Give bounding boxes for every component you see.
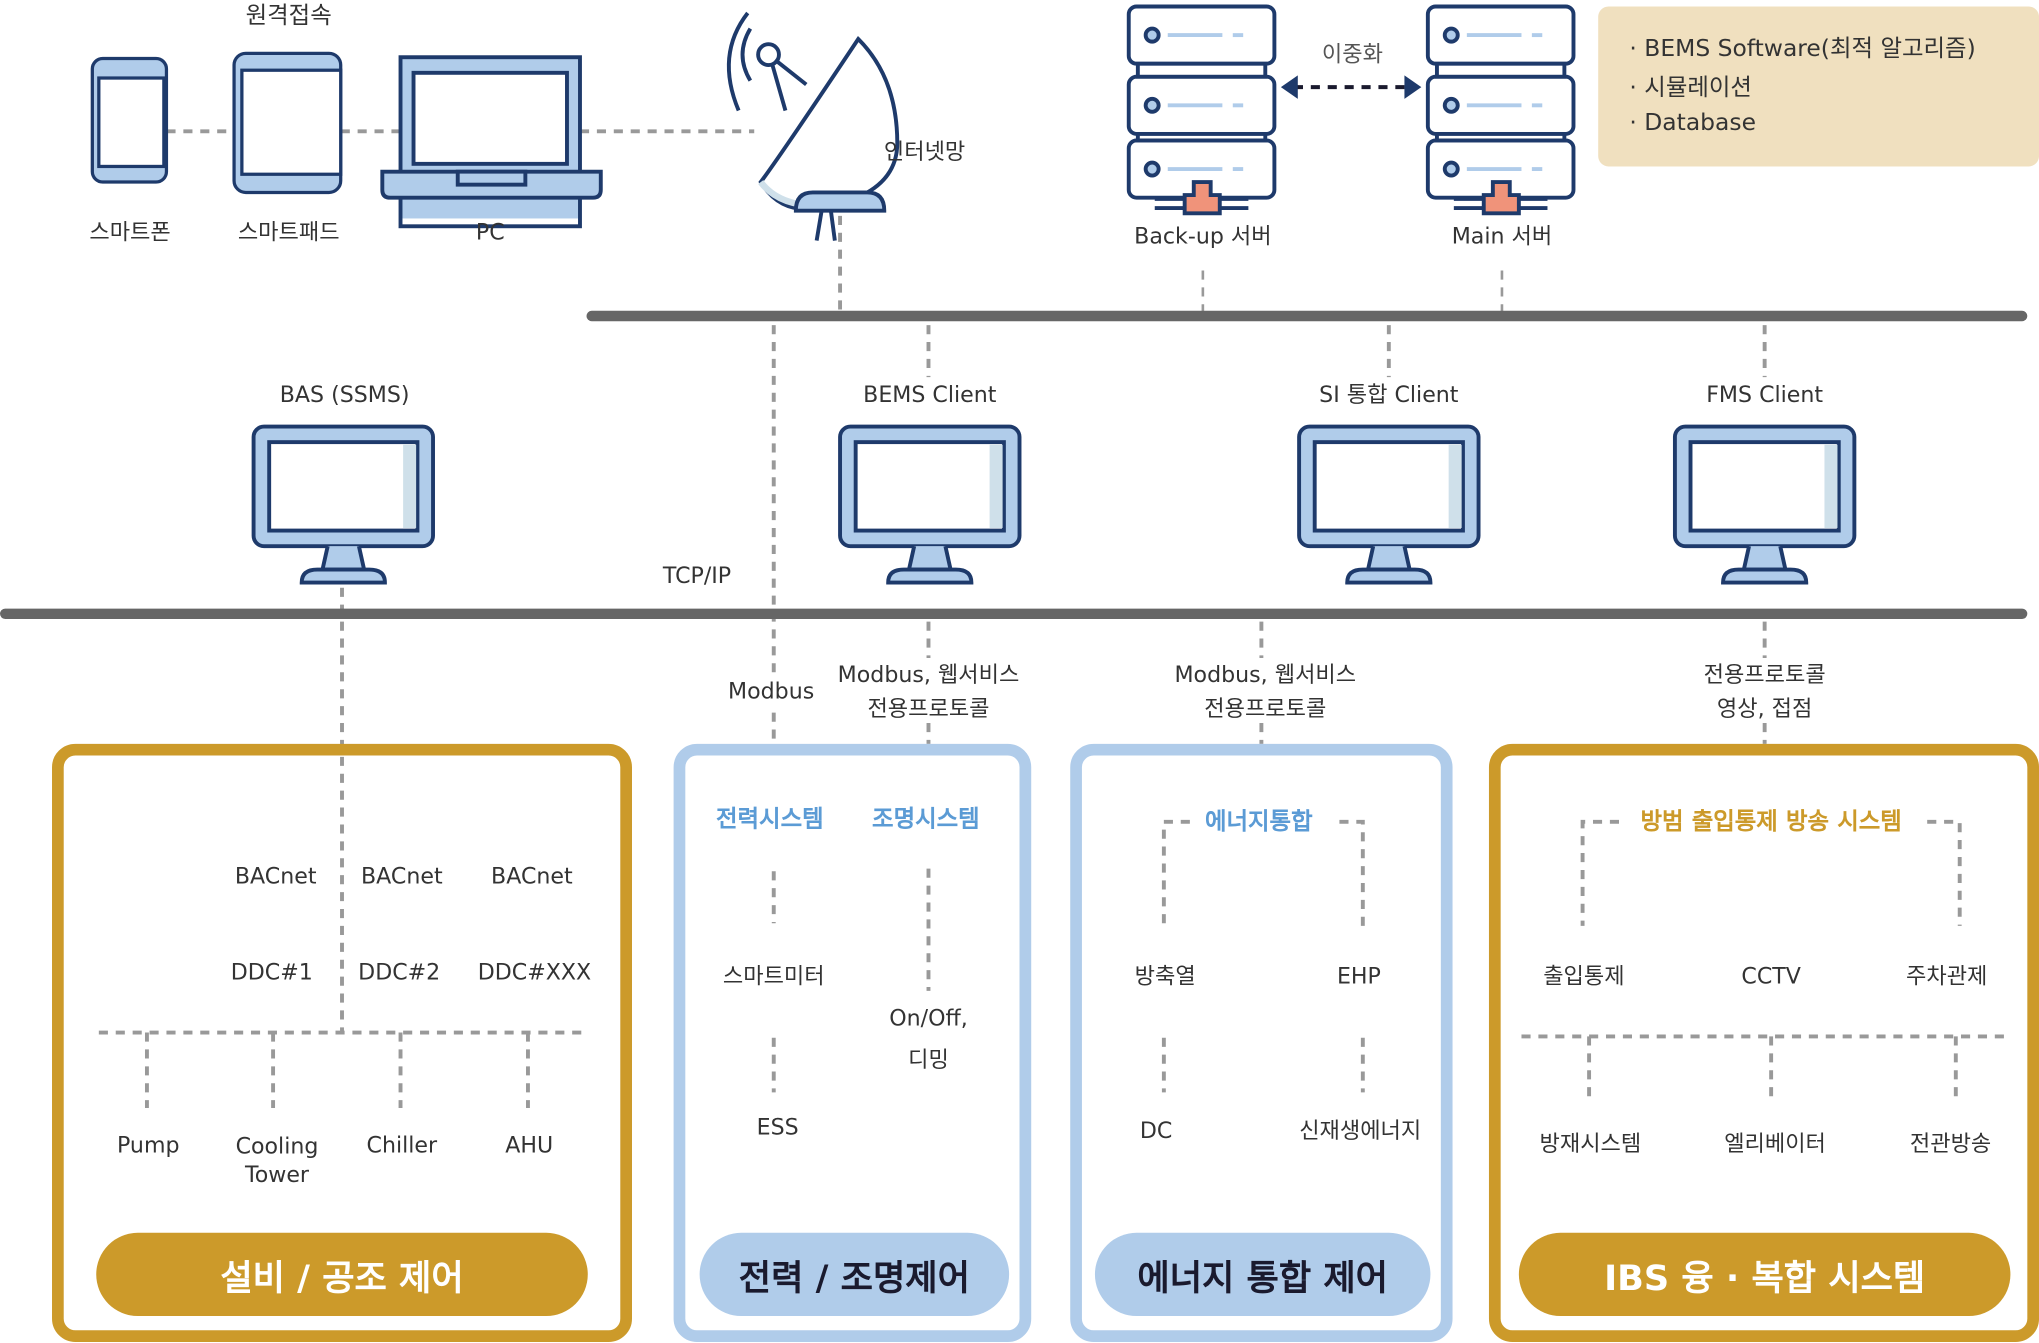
redundancy-arrow-icon (1280, 75, 1422, 99)
power-lighting-label: 전력 / 조명제어 (699, 1232, 1010, 1317)
energy-item: DC (1139, 1118, 1173, 1145)
main-server-icon (1425, 4, 1576, 216)
fms-client-monitor-icon (1672, 424, 1857, 585)
equipment-label: AHU (505, 1132, 554, 1159)
ibs-title: 방범 출입통제 방송 시스템 (1640, 808, 1902, 836)
equipment-label: Cooling Tower (235, 1133, 319, 1189)
lighting-system-title: 조명시스템 (872, 805, 980, 833)
lighting-line: 디밍 (908, 1048, 949, 1075)
monitor-icon (251, 424, 435, 585)
smart-meter-label: 스마트미터 (722, 963, 825, 990)
energy-control-label: 에너지 통합 제어 (1094, 1232, 1431, 1317)
smartpad-label: 스마트패드 (237, 220, 340, 247)
remote-access-title: 원격접속 (245, 1, 332, 30)
protocol-line: 영상, 접점 (1716, 695, 1813, 722)
client-label: SI 통합 Client (1319, 382, 1459, 409)
ddc-label: DDC#1 (230, 960, 313, 987)
bacnet-label: BACnet (234, 861, 317, 895)
hvac-control-label: 설비 / 공조 제어 (96, 1232, 588, 1317)
protocol-label: Modbus (728, 679, 815, 706)
ibs-item: 출입통제 (1543, 963, 1625, 990)
backup-server-label: Back-up 서버 (1134, 223, 1272, 251)
lighting-line: On/Off, (889, 1006, 968, 1033)
protocol-line: 전용프로토콜 (1204, 695, 1327, 722)
internet-label: 인터넷망 (883, 139, 966, 166)
energy-integration-title: 에너지통합 (1204, 808, 1313, 836)
client-label: FMS Client (1706, 382, 1824, 409)
lighting-control-label: On/Off, 디밍 (889, 998, 968, 1082)
dashed-connectors (98, 129, 2011, 1108)
ibs-box (1488, 743, 2039, 1343)
main-server-label: Main 서버 (1451, 223, 1553, 251)
equipment-label: Pump (116, 1132, 180, 1159)
note-item: · 시뮬레이션 (1629, 74, 1752, 102)
ess-label: ESS (756, 1114, 799, 1141)
server-features-note: · BEMS Software(최적 알고리즘) · 시뮬레이션 · Datab… (1598, 6, 2039, 167)
energy-item: EHP (1336, 963, 1381, 990)
redundancy-label: 이중화 (1321, 41, 1383, 68)
laptop-icon (380, 55, 603, 229)
note-item: · Database (1629, 109, 1756, 137)
smartphone-icon (90, 56, 169, 184)
energy-item: 신재생에너지 (1299, 1118, 1422, 1145)
client-label: BEMS Client (863, 382, 997, 409)
tcp-ip-label: TCP/IP (662, 563, 732, 590)
equipment-label: Chiller (366, 1132, 438, 1159)
pc-label: PC (475, 220, 505, 247)
ibs-item: 전관방송 (1909, 1131, 1992, 1158)
ibs-item: 엘리베이터 (1724, 1131, 1826, 1158)
ddc-label: DDC#XXX (477, 960, 592, 987)
energy-integration-box (1070, 743, 1453, 1343)
power-lighting-box (673, 743, 1032, 1343)
protocol-line: Modbus, 웹서비스 (837, 662, 1020, 689)
bems-client-monitor-icon (838, 424, 1022, 585)
ibs-item: 방재시스템 (1539, 1131, 1642, 1158)
protocol-line: 전용프로토콜 (867, 695, 990, 722)
backup-server-icon (1126, 4, 1277, 216)
power-system-title: 전력시스템 (715, 805, 824, 833)
ibs-item: 주차관제 (1906, 963, 1988, 990)
bacnet-label: BACnet (491, 863, 573, 890)
protocol-line: Modbus, 웹서비스 (1174, 662, 1357, 689)
ibs-label: IBS 융 · 복합 시스템 (1518, 1232, 2011, 1317)
tablet-icon (232, 51, 343, 195)
protocol-line: 전용프로토콜 (1703, 662, 1826, 689)
hvac-control-box (52, 743, 632, 1343)
ibs-item: CCTV (1741, 963, 1801, 990)
energy-item: 방축열 (1134, 963, 1196, 990)
bacnet-label: BACnet (361, 863, 443, 890)
client-label: BAS (SSMS) (279, 382, 410, 409)
note-item: · BEMS Software(최적 알고리즘) (1629, 35, 1976, 63)
smartphone-label: 스마트폰 (89, 220, 171, 247)
ddc-label: DDC#2 (358, 960, 441, 987)
satellite-dish-icon (726, 11, 900, 241)
si-client-monitor-icon (1297, 424, 1481, 585)
